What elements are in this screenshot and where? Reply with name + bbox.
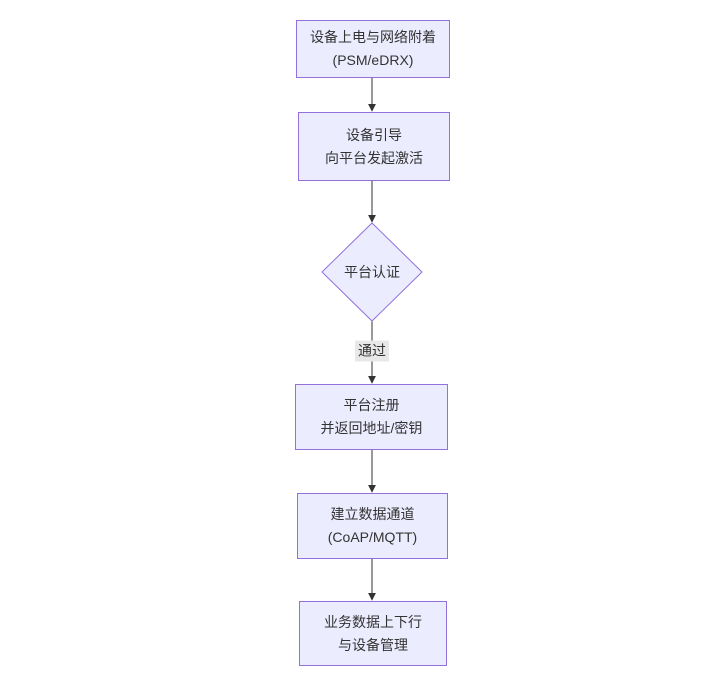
- node-label-line: 向平台发起激活: [325, 149, 423, 166]
- node-label-line: (CoAP/MQTT): [327, 529, 418, 545]
- node-business-data-device-mgmt: 业务数据上下行 与设备管理: [299, 601, 447, 666]
- node-label-line: 设备上电与网络附着: [310, 29, 436, 45]
- decision-diamond-shape: [321, 222, 423, 322]
- node-device-bootstrap-activate: 设备引导 向平台发起激活: [298, 112, 450, 181]
- node-label-line: 平台注册: [343, 397, 400, 413]
- node-label-line: 平台认证: [344, 264, 400, 280]
- node-label-line: 建立数据通道: [330, 506, 415, 522]
- node-label-line: 与设备管理: [338, 636, 408, 653]
- node-label-line: (PSM/eDRX): [332, 52, 414, 68]
- node-establish-data-channel: 建立数据通道 (CoAP/MQTT): [297, 493, 448, 559]
- edge-label-pass: 通过: [355, 340, 389, 362]
- node-label-line: 业务数据上下行: [324, 613, 422, 630]
- node-device-power-network-attach: 设备上电与网络附着 (PSM/eDRX): [296, 20, 450, 78]
- node-label-line: 设备引导: [346, 126, 402, 143]
- node-platform-auth-decision: 平台认证: [322, 223, 422, 321]
- node-label-line: 并返回地址/密钥: [320, 420, 423, 436]
- node-platform-register-return-keys: 平台注册 并返回地址/密钥: [295, 384, 448, 450]
